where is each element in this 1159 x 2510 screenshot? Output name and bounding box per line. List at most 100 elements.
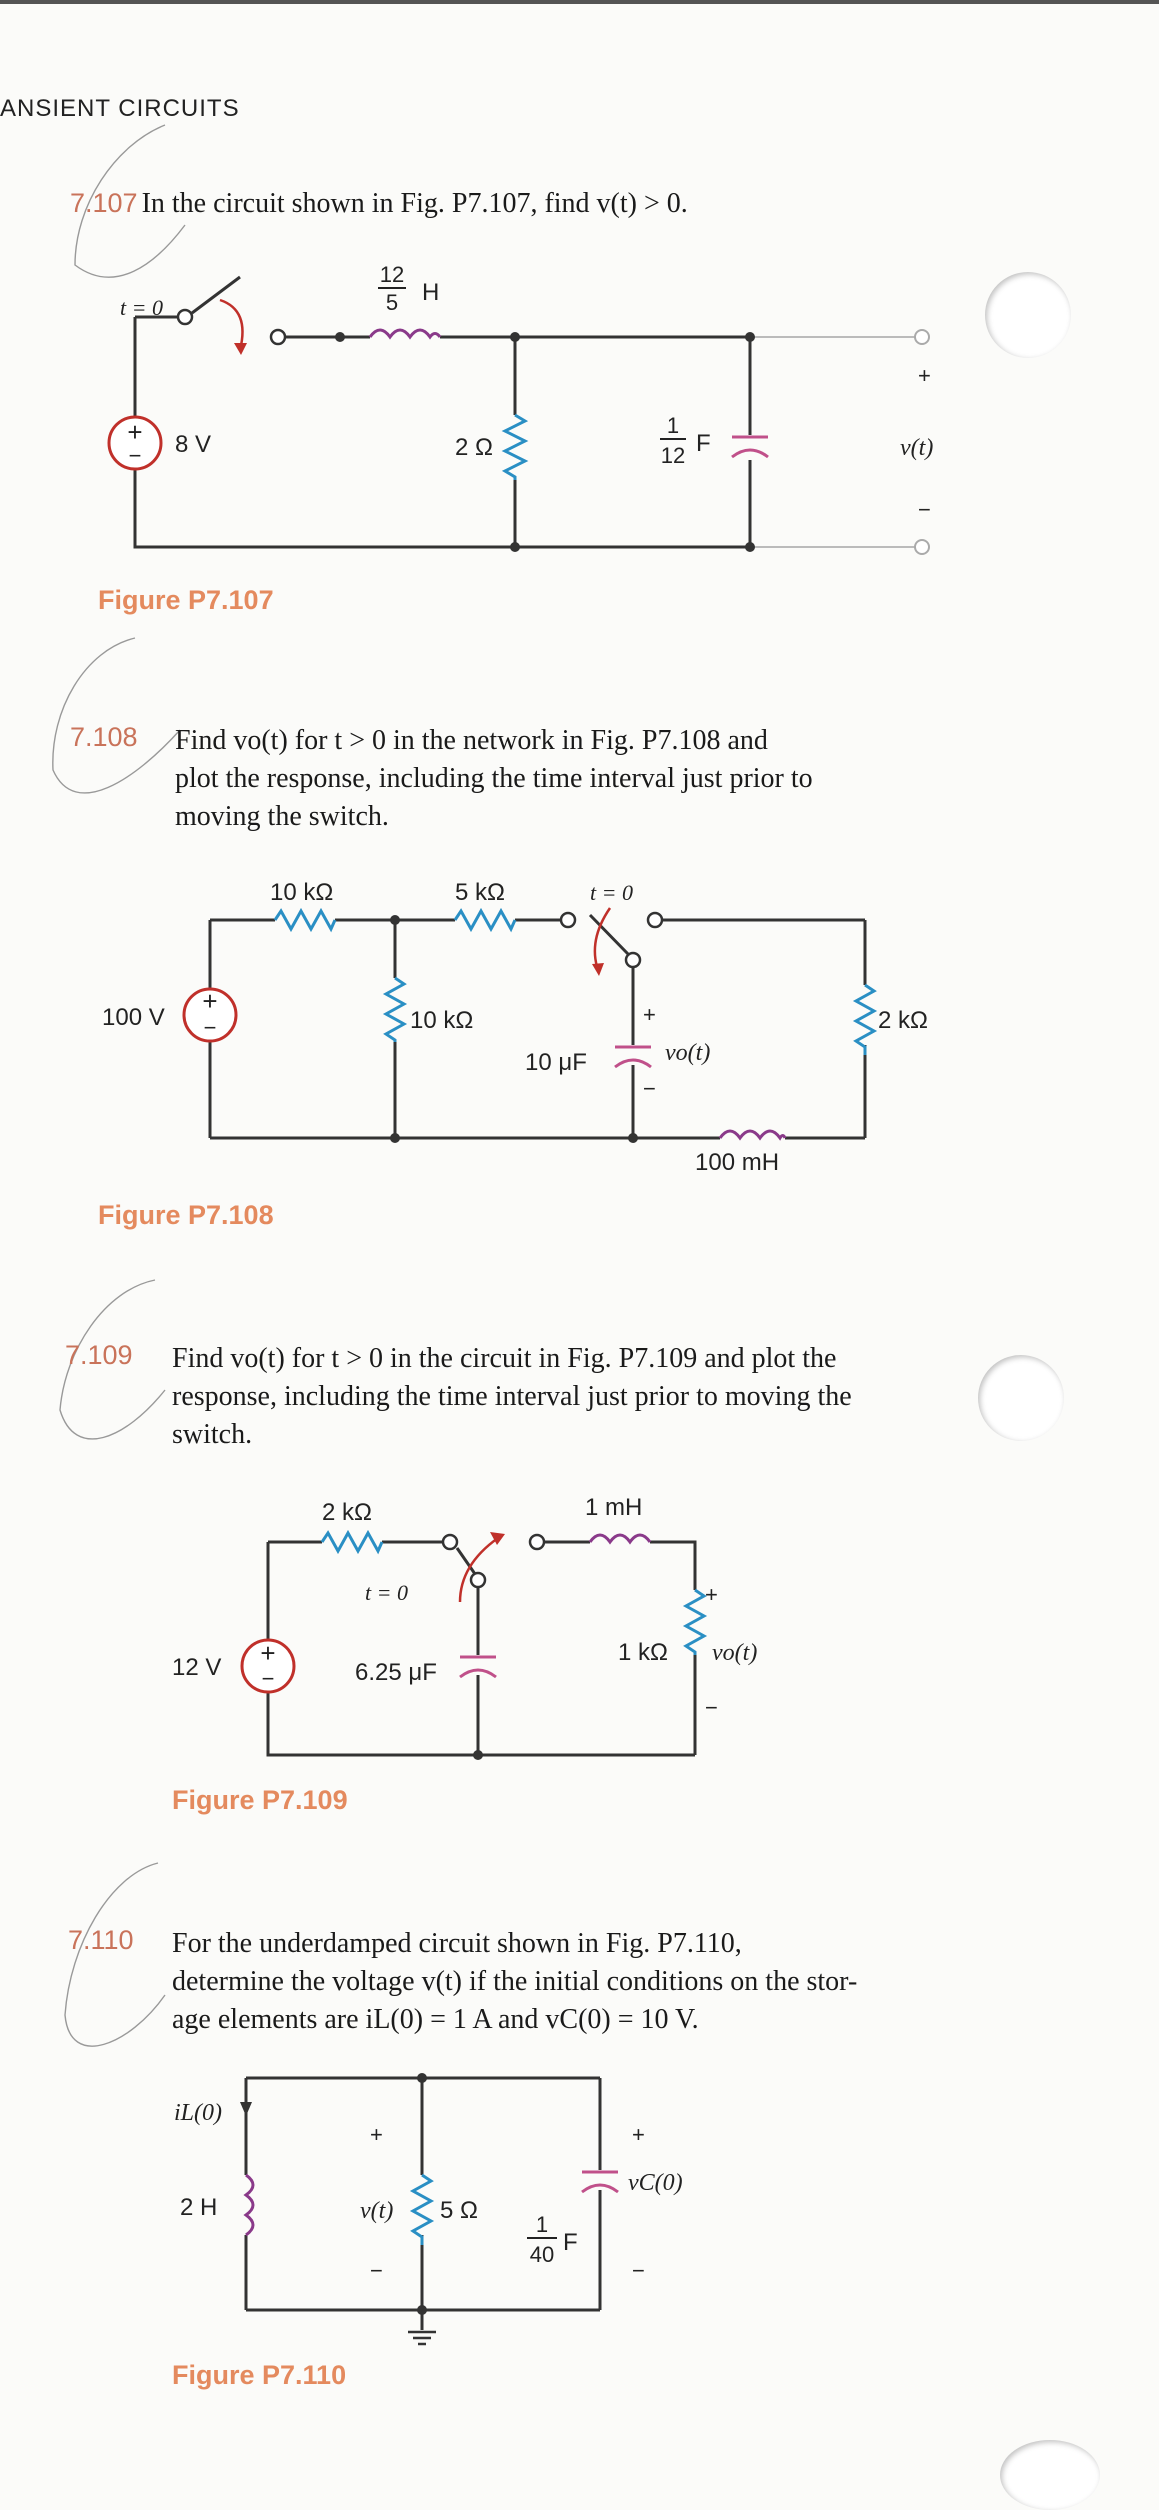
pencil-circle-7-109 bbox=[59, 1279, 166, 1440]
problem-text-line-3: switch. bbox=[172, 1419, 253, 1450]
voltage-source-symbol bbox=[107, 415, 163, 471]
output-label: vo(t) bbox=[712, 1640, 757, 1666]
r2-value: 5 kΩ bbox=[455, 879, 505, 906]
capacitor-value-denominator: 40 bbox=[530, 2242, 554, 2267]
source-plus-sign: + bbox=[127, 417, 142, 447]
capacitor-symbol bbox=[459, 1655, 497, 1679]
source-value: 8 V bbox=[175, 431, 211, 458]
capacitor-symbol bbox=[731, 435, 769, 459]
capacitor-value-numerator: 1 bbox=[667, 413, 679, 438]
figure-p7-109: t = 0 2 kΩ 1 mH + − 12 V 6.25 μF 1 kΩ + … bbox=[172, 1494, 757, 1760]
inductor-symbol bbox=[368, 328, 442, 340]
cap-plus: + bbox=[643, 1002, 656, 1027]
figure-caption-p7-110: Figure P7.110 bbox=[172, 2360, 347, 2390]
problem-text-line-3: age elements are iL(0) = 1 A and vC(0) =… bbox=[172, 2004, 699, 2035]
capacitor-value: 10 μF bbox=[525, 1049, 587, 1076]
capacitor-value-numerator: 1 bbox=[536, 2212, 548, 2237]
r3-value: 10 kΩ bbox=[410, 1007, 473, 1034]
v-minus: − bbox=[370, 2258, 383, 2283]
capacitor-value: 6.25 μF bbox=[355, 1659, 437, 1686]
output-label: v(t) bbox=[360, 2198, 393, 2224]
resistor-symbol bbox=[409, 2173, 435, 2245]
inductor-symbol bbox=[718, 1129, 787, 1141]
problem-text-line-2: determine the voltage v(t) if the initia… bbox=[172, 1966, 858, 1997]
r1-value: 10 kΩ bbox=[270, 879, 333, 906]
output-plus: + bbox=[705, 1582, 718, 1607]
resistor-symbol bbox=[501, 413, 529, 480]
problem-number: 7.110 bbox=[68, 1925, 134, 1955]
resistor-r1 bbox=[320, 1529, 384, 1555]
capacitor-symbol bbox=[614, 1045, 652, 1069]
problem-text-line-1: Find vo(t) for t > 0 in the network in F… bbox=[175, 725, 768, 756]
resistor-value: 2 Ω bbox=[455, 434, 493, 461]
inductor-symbol bbox=[243, 2173, 255, 2237]
source-minus-sign: − bbox=[204, 1015, 217, 1040]
inductor-value: 2 H bbox=[180, 2194, 217, 2221]
source-minus-sign: − bbox=[129, 443, 142, 468]
figure-caption-p7-109: Figure P7.109 bbox=[172, 1785, 348, 1815]
inductor-value: 100 mH bbox=[695, 1149, 779, 1176]
binder-hole-top bbox=[985, 272, 1071, 358]
r4-value: 2 kΩ bbox=[878, 1007, 928, 1034]
source-minus-sign: − bbox=[262, 1666, 275, 1691]
pencil-circle-7-110 bbox=[64, 1862, 166, 2047]
r2-value: 1 kΩ bbox=[618, 1639, 668, 1666]
resistor-value: 5 Ω bbox=[440, 2197, 478, 2224]
v-plus: + bbox=[370, 2122, 383, 2147]
problem-7-108: 7.108 bbox=[70, 722, 950, 753]
figure-p7-110: iL(0) 2 H 5 Ω + v(t) − 1 40 F + vC(0) − bbox=[174, 2073, 683, 2346]
inductor-value: 1 mH bbox=[585, 1494, 642, 1521]
resistor-r2 bbox=[682, 1588, 708, 1655]
cap-minus: − bbox=[643, 1076, 656, 1101]
vc-plus: + bbox=[632, 2122, 645, 2147]
problem-7-107: 7.107 In the circuit shown in Fig. P7.10… bbox=[70, 185, 970, 223]
resistor-r1 bbox=[273, 907, 337, 933]
resistor-r4 bbox=[852, 983, 878, 1055]
pencil-circle-7-107 bbox=[74, 124, 186, 278]
source-plus-sign: + bbox=[260, 1638, 275, 1668]
capacitor-unit: F bbox=[696, 430, 711, 457]
inductor-value-denominator: 5 bbox=[386, 290, 398, 315]
r1-value: 2 kΩ bbox=[322, 1499, 372, 1526]
source-value: 12 V bbox=[172, 1654, 221, 1681]
figure-caption-p7-107: Figure P7.107 bbox=[98, 585, 274, 615]
inductor-symbol bbox=[588, 1533, 652, 1545]
resistor-r2 bbox=[453, 907, 517, 933]
switch-time-label: t = 0 bbox=[590, 880, 633, 905]
ground-symbol bbox=[408, 2330, 436, 2346]
problem-7-109: 7.109 bbox=[65, 1340, 133, 1371]
output-minus: − bbox=[918, 497, 931, 522]
vc-label: vC(0) bbox=[628, 2170, 683, 2196]
voltage-source-symbol bbox=[240, 1638, 296, 1694]
inductor-unit: H bbox=[422, 279, 439, 306]
problem-text: In the circuit shown in Fig. P7.107, fin… bbox=[141, 188, 688, 219]
switch-time-label: t = 0 bbox=[365, 1580, 408, 1605]
voltage-source-symbol bbox=[182, 987, 238, 1043]
output-label: vo(t) bbox=[665, 1040, 710, 1066]
problem-text-line-2: response, including the time interval ju… bbox=[172, 1381, 852, 1412]
figure-p7-107: t = 0 12 5 H + − 8 V 2 Ω 1 12 F + v(t) − bbox=[107, 262, 933, 555]
problem-text-line-1: For the underdamped circuit shown in Fig… bbox=[172, 1928, 742, 1959]
source-value: 100 V bbox=[102, 1004, 165, 1031]
figure-caption-p7-108: Figure P7.108 bbox=[98, 1200, 274, 1230]
output-minus: − bbox=[705, 1695, 718, 1720]
capacitor-symbol bbox=[581, 2170, 619, 2194]
source-plus-sign: + bbox=[202, 986, 217, 1016]
capacitor-value-denominator: 12 bbox=[661, 443, 685, 468]
current-label: iL(0) bbox=[174, 2100, 222, 2126]
capacitor-unit: F bbox=[563, 2229, 578, 2256]
problem-number: 7.107 bbox=[70, 188, 138, 218]
switch-time-label: t = 0 bbox=[120, 295, 163, 320]
problem-7-110: 7.110 bbox=[68, 1925, 134, 1956]
problem-number: 7.108 bbox=[70, 722, 138, 752]
output-label: v(t) bbox=[900, 435, 933, 461]
chapter-header: ANSIENT CIRCUITS bbox=[0, 95, 240, 122]
binder-hole-middle bbox=[978, 1355, 1064, 1441]
problem-text-line-2: plot the response, including the time in… bbox=[175, 763, 813, 794]
page-top-rule bbox=[0, 0, 1159, 4]
problem-number: 7.109 bbox=[65, 1340, 133, 1370]
vc-minus: − bbox=[632, 2258, 645, 2283]
problem-text-line-3: moving the switch. bbox=[175, 801, 389, 832]
inductor-value-numerator: 12 bbox=[380, 262, 404, 287]
binder-hole-bottom bbox=[1000, 2440, 1100, 2510]
